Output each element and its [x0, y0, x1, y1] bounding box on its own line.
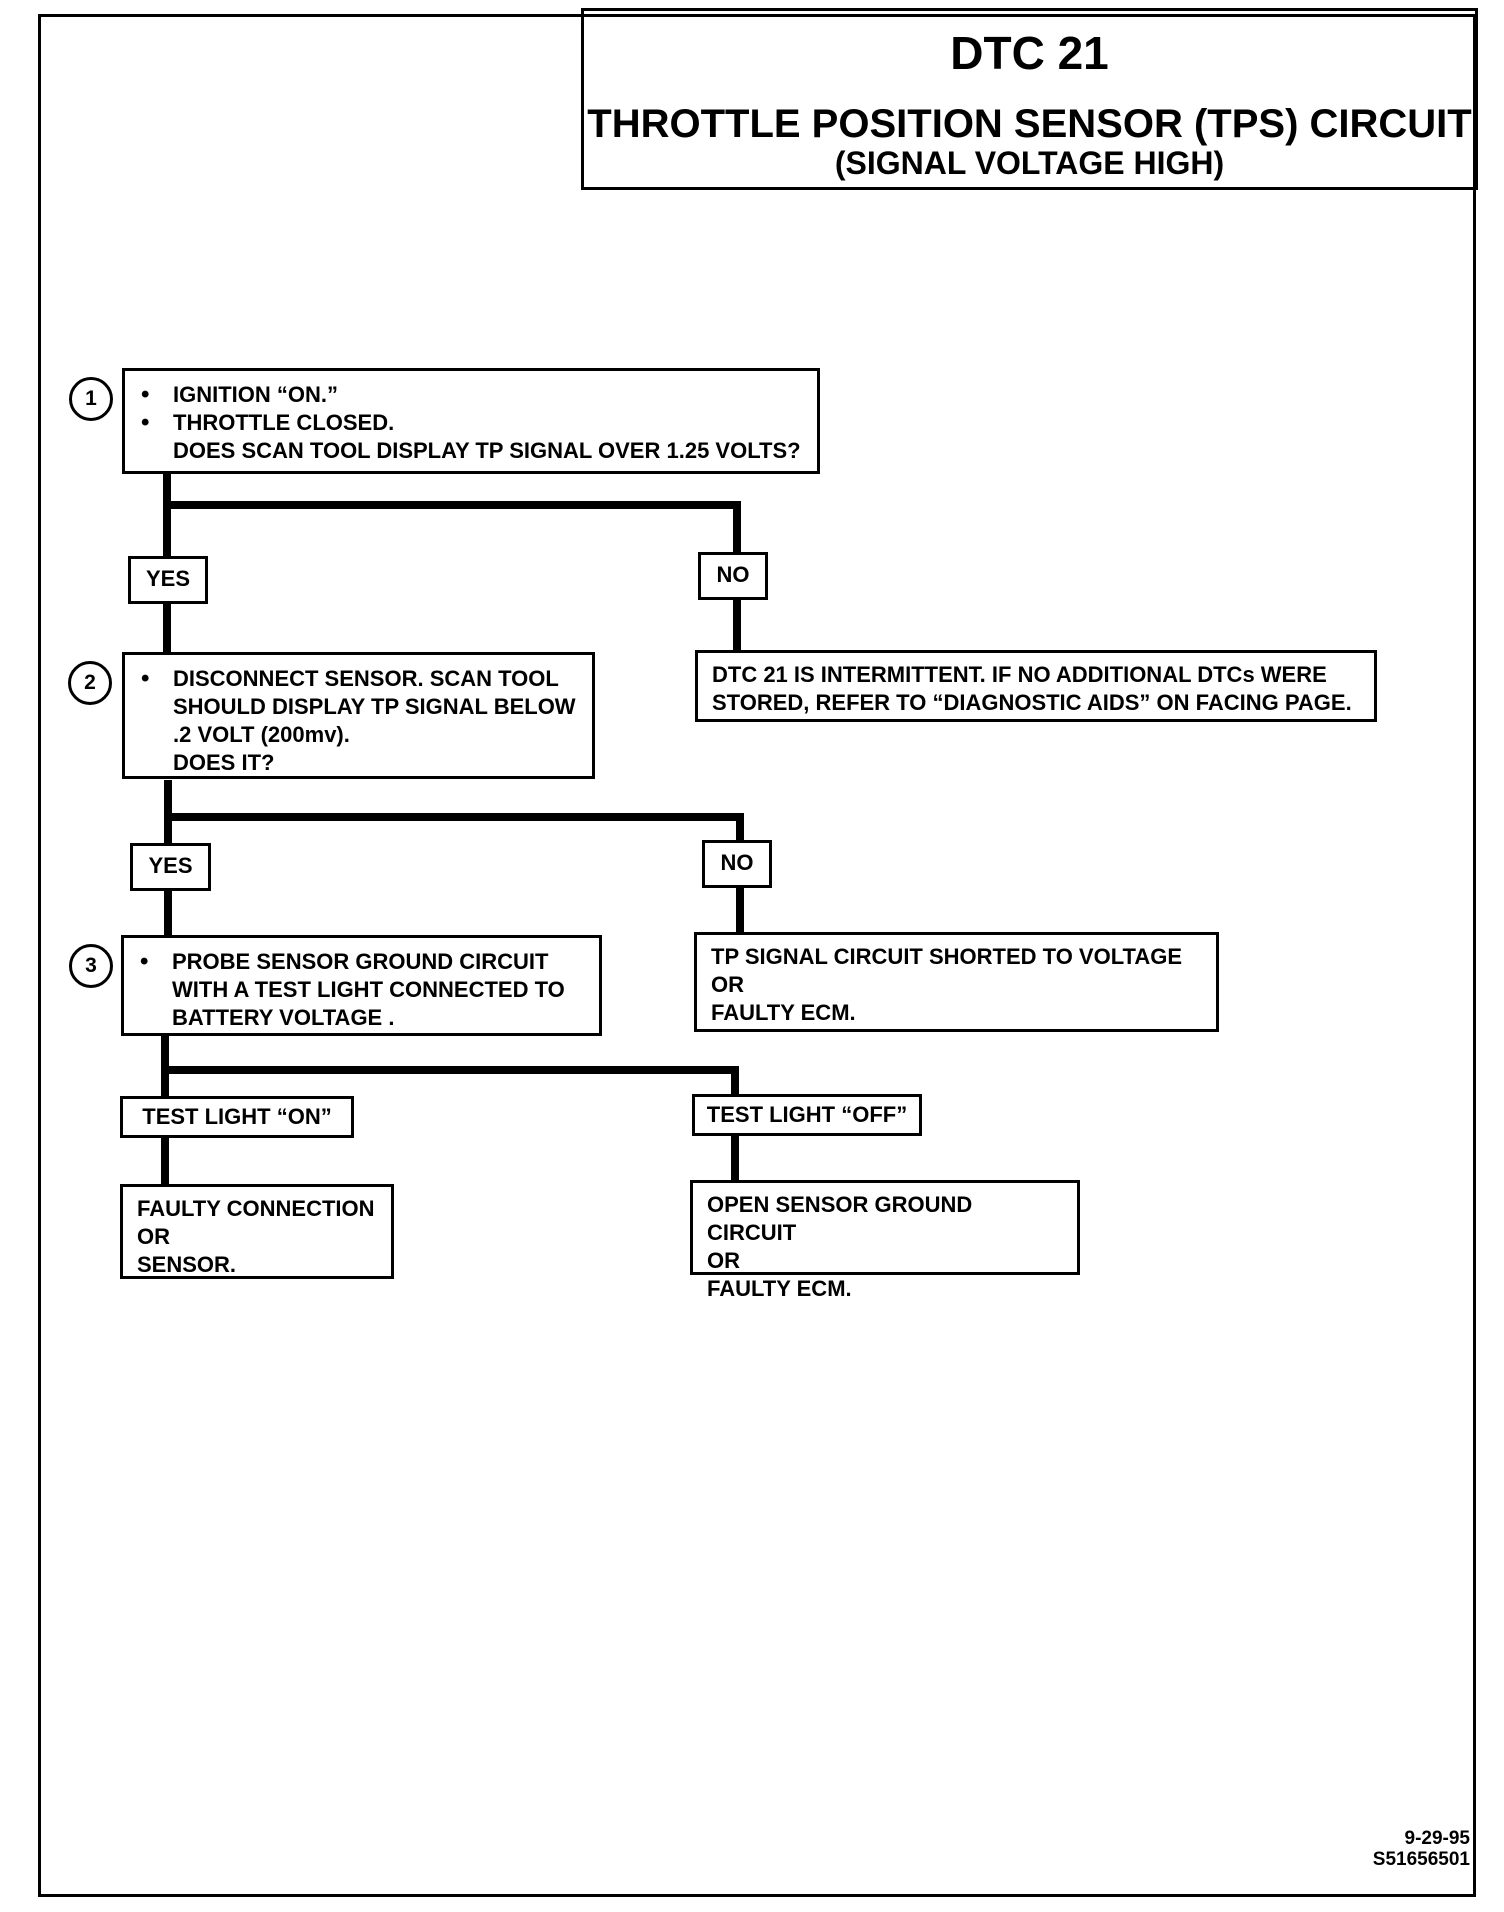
- result-shorted-line-3: FAULTY ECM.: [711, 1000, 856, 1025]
- footer: 9-29-95 S51656501: [1373, 1828, 1470, 1870]
- step-3-number: 3: [69, 944, 113, 988]
- footer-date: 9-29-95: [1404, 1828, 1471, 1849]
- result-open-ground: OPEN SENSOR GROUND CIRCUIT OR FAULTY ECM…: [690, 1180, 1080, 1301]
- result-intermittent: DTC 21 IS INTERMITTENT. IF NO ADDITIONAL…: [695, 650, 1377, 722]
- result-open-ground-line-2: OR: [707, 1248, 740, 1273]
- step-2-number: 2: [68, 661, 112, 705]
- step-1-bullet-1: IGNITION “ON.”: [139, 381, 805, 409]
- connector-1-horizontal: [163, 501, 741, 509]
- connector-2-horizontal: [164, 813, 744, 821]
- result-open-ground-line-1: OPEN SENSOR GROUND CIRCUIT: [707, 1192, 973, 1245]
- step-2-yes-label: YES: [130, 843, 211, 891]
- title-block: DTC 21 THROTTLE POSITION SENSOR (TPS) CI…: [581, 8, 1478, 190]
- page-frame: [38, 14, 1476, 1897]
- page-subtitle: (SIGNAL VOLTAGE HIGH): [834, 145, 1225, 181]
- result-faulty-connection-line-3: SENSOR.: [137, 1252, 237, 1277]
- step-2-box: DISCONNECT SENSOR. SCAN TOOL SHOULD DISP…: [122, 652, 595, 779]
- test-light-off-label: TEST LIGHT “OFF”: [692, 1094, 922, 1136]
- step-3-box: PROBE SENSOR GROUND CIRCUIT WITH A TEST …: [121, 935, 602, 1036]
- result-shorted-line-2: OR: [711, 972, 744, 997]
- step-1-box: IGNITION “ON.” THROTTLE CLOSED. DOES SCA…: [122, 368, 820, 474]
- result-shorted: TP SIGNAL CIRCUIT SHORTED TO VOLTAGE OR …: [694, 932, 1219, 1032]
- step-1-bullet-2: THROTTLE CLOSED.: [139, 409, 805, 437]
- step-2-no-label: NO: [702, 840, 772, 888]
- step-1-question: DOES SCAN TOOL DISPLAY TP SIGNAL OVER 1.…: [173, 438, 801, 463]
- step-2-bullet-1: DISCONNECT SENSOR. SCAN TOOL SHOULD DISP…: [139, 665, 580, 749]
- dtc-code: DTC 21: [950, 27, 1109, 79]
- step-1-number: 1: [69, 377, 113, 421]
- page-title: THROTTLE POSITION SENSOR (TPS) CIRCUIT: [587, 102, 1472, 146]
- result-faulty-connection-line-1: FAULTY CONNECTION: [137, 1196, 375, 1221]
- result-faulty-connection: FAULTY CONNECTION OR SENSOR.: [120, 1184, 394, 1279]
- result-open-ground-line-3: FAULTY ECM.: [707, 1276, 852, 1301]
- step-3-bullet-1: PROBE SENSOR GROUND CIRCUIT WITH A TEST …: [138, 948, 587, 1032]
- result-intermittent-text: DTC 21 IS INTERMITTENT. IF NO ADDITIONAL…: [712, 662, 1352, 715]
- step-2-question: DOES IT?: [173, 750, 275, 775]
- step-1-yes-label: YES: [128, 556, 208, 604]
- step-1-no-label: NO: [698, 552, 768, 600]
- connector-3-horizontal: [161, 1066, 739, 1074]
- footer-code: S51656501: [1372, 1849, 1470, 1870]
- result-shorted-line-1: TP SIGNAL CIRCUIT SHORTED TO VOLTAGE: [711, 944, 1182, 969]
- test-light-on-label: TEST LIGHT “ON”: [120, 1096, 354, 1138]
- result-faulty-connection-line-2: OR: [137, 1224, 170, 1249]
